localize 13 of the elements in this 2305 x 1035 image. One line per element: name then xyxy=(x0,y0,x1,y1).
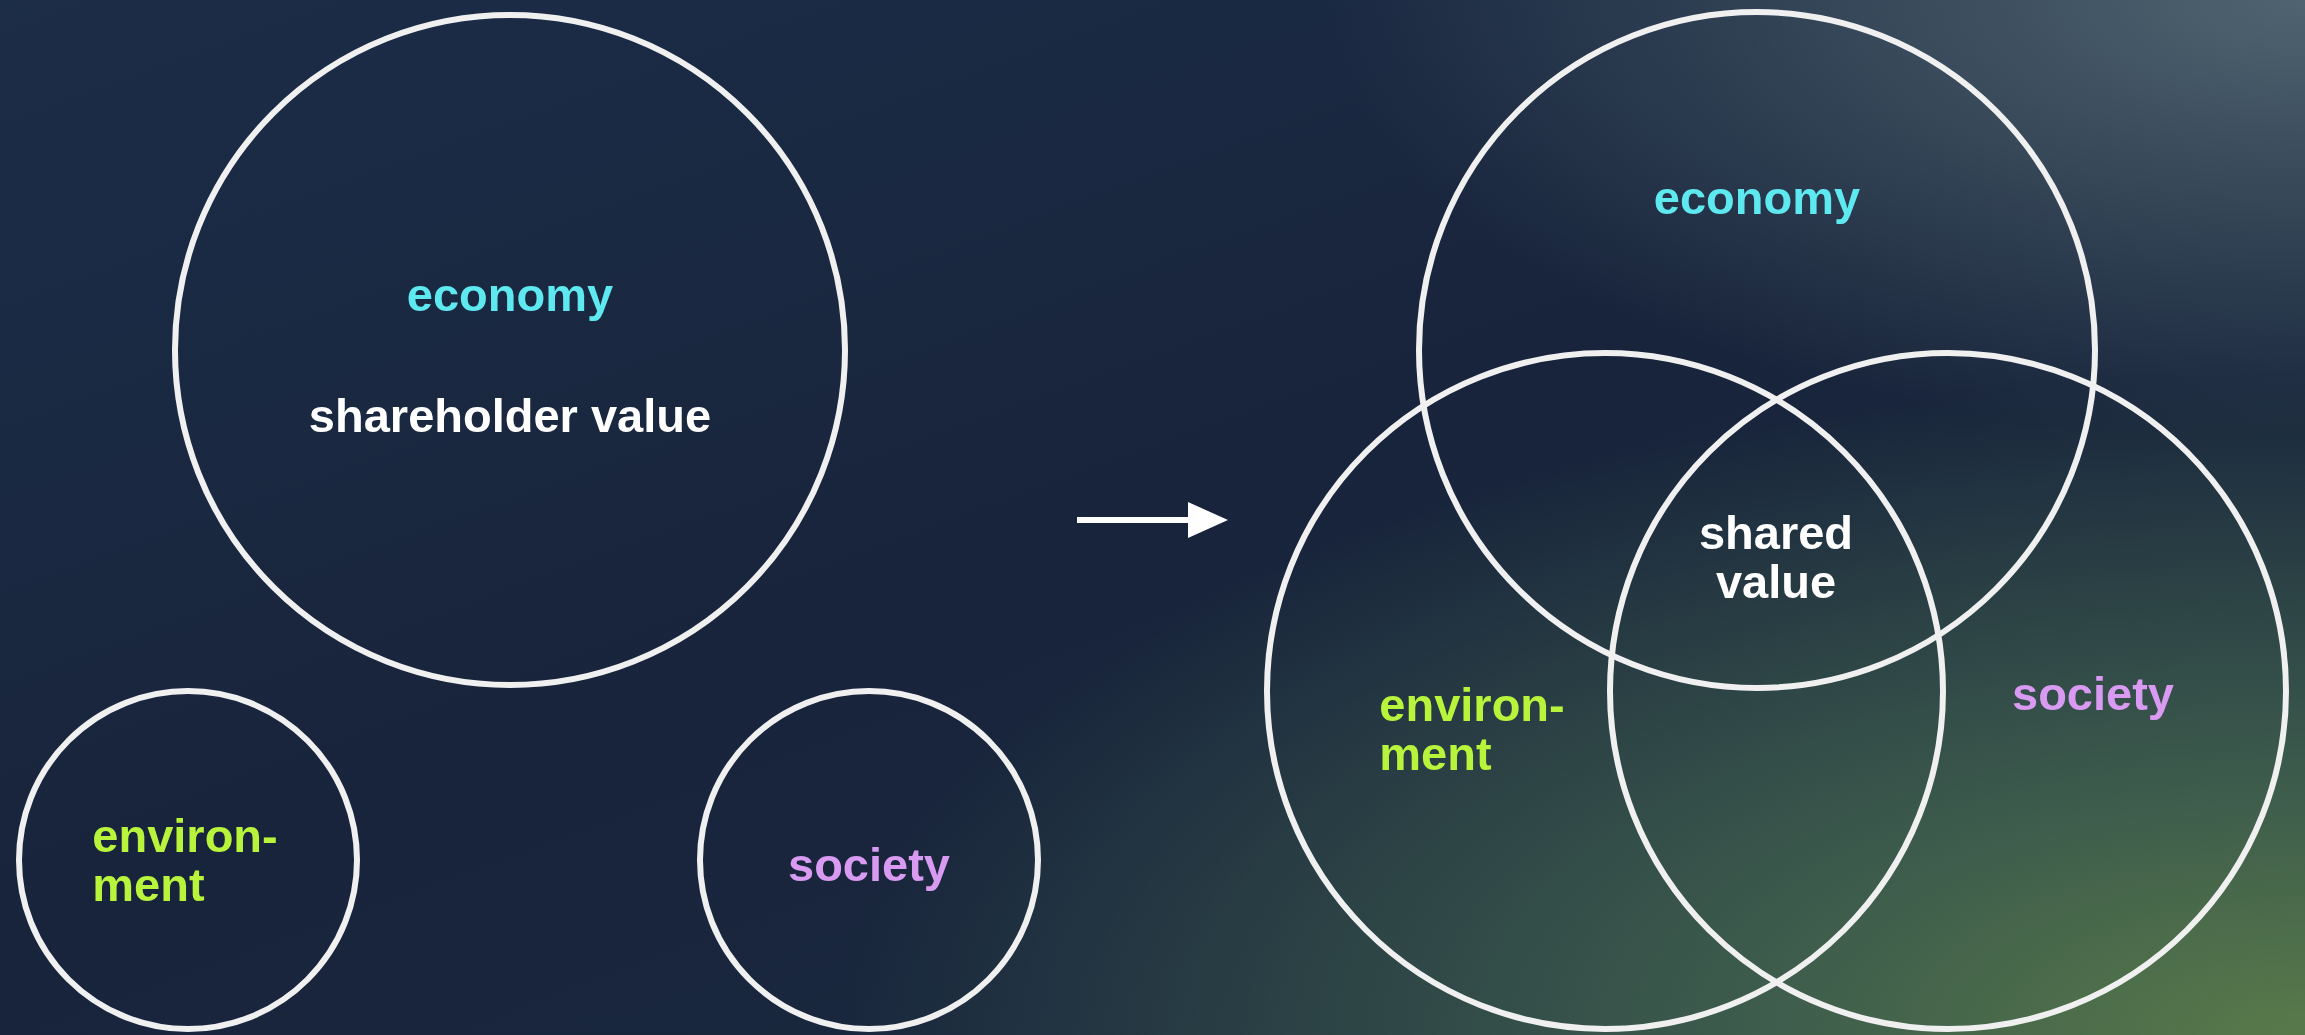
circle-label: shareholder value xyxy=(308,391,712,441)
circle xyxy=(16,688,360,1032)
circle xyxy=(1264,350,1946,1032)
intersection-label: shared value xyxy=(1698,507,1854,607)
circle-label: economy xyxy=(406,269,614,319)
circle-label: society xyxy=(788,840,950,890)
circle xyxy=(697,688,1041,1032)
circle-label: society xyxy=(2012,669,2174,719)
circle xyxy=(1607,350,2289,1032)
circle-label: environ- ment xyxy=(92,810,278,910)
circle-label: economy xyxy=(1653,173,1861,223)
circle-label: environ- ment xyxy=(1379,679,1565,779)
circle xyxy=(172,12,848,688)
